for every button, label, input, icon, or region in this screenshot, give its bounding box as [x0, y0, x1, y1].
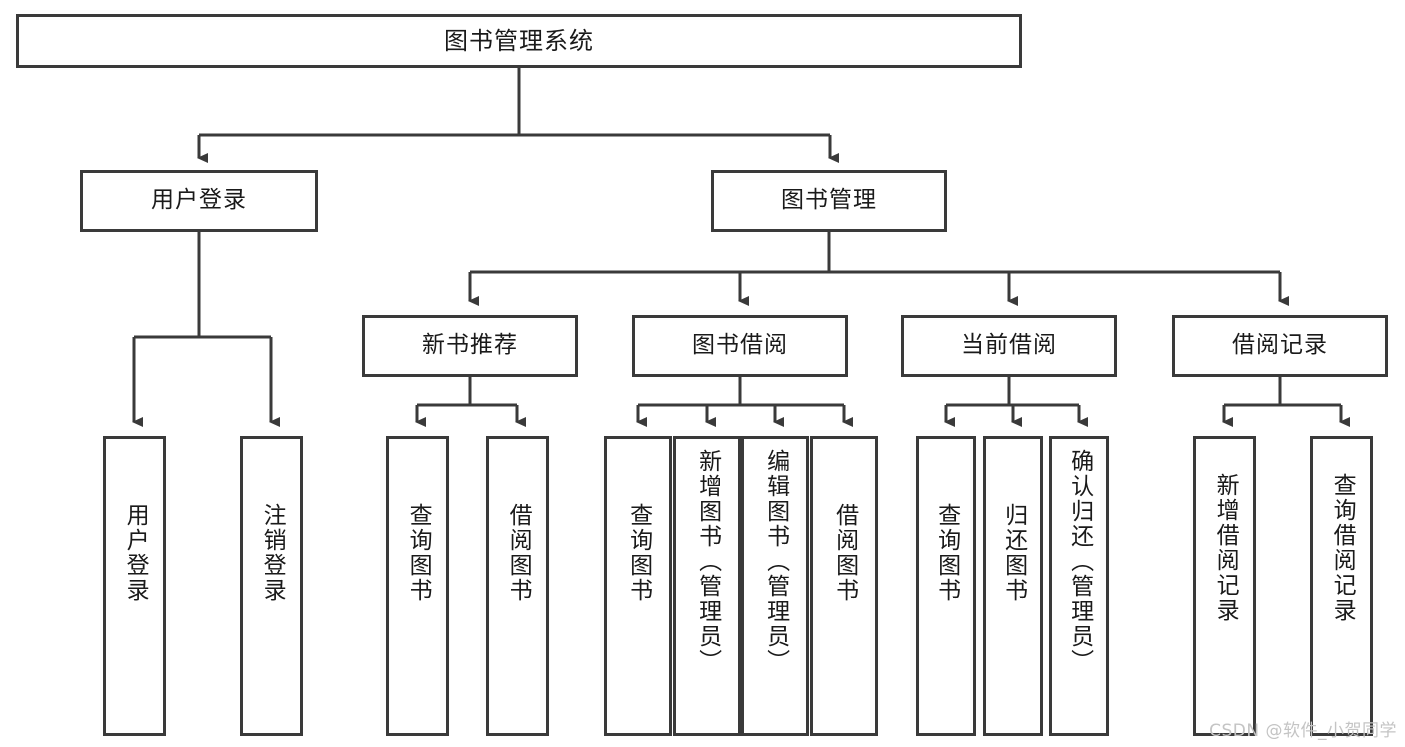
watermark: CSDN @软件_小贺同学 — [1209, 721, 1397, 741]
leaf-query-book-borrow[interactable]: 查询图书 — [604, 436, 672, 736]
leaf-borrow-book-recommend[interactable]: 借阅图书 — [486, 436, 549, 736]
leaf-borrow-book[interactable]: 借阅图书 — [810, 436, 878, 736]
leaf-confirm-return[interactable]: 确认归还（管理员） — [1049, 436, 1109, 736]
node-root[interactable]: 图书管理系统 — [16, 14, 1022, 68]
node-borrow-record-label: 借阅记录 — [1232, 332, 1328, 359]
leaf-borrow-book-recommend-label: 借阅图书 — [505, 503, 532, 603]
node-borrow-record[interactable]: 借阅记录 — [1172, 315, 1388, 377]
leaf-query-book-recommend-label: 查询图书 — [405, 503, 432, 603]
leaf-query-book-borrow-label: 查询图书 — [625, 503, 652, 603]
leaf-user-login-label: 用户登录 — [122, 503, 149, 603]
node-book-borrow-label: 图书借阅 — [692, 332, 788, 359]
node-user-login-label: 用户登录 — [151, 187, 247, 214]
leaf-query-book-recommend[interactable]: 查询图书 — [386, 436, 449, 736]
node-user-login[interactable]: 用户登录 — [80, 170, 318, 232]
leaf-add-book-label: 新增图书（管理员） — [694, 449, 721, 674]
node-current-borrow-label: 当前借阅 — [961, 332, 1057, 359]
leaf-edit-book-label: 编辑图书（管理员） — [762, 449, 789, 674]
leaf-add-borrow-record[interactable]: 新增借阅记录 — [1193, 436, 1256, 736]
leaf-user-logout[interactable]: 注销登录 — [240, 436, 303, 736]
leaf-query-borrow-record-label: 查询借阅记录 — [1329, 473, 1356, 623]
leaf-edit-book[interactable]: 编辑图书（管理员） — [741, 436, 809, 736]
leaf-user-login[interactable]: 用户登录 — [103, 436, 166, 736]
node-book-borrow[interactable]: 图书借阅 — [632, 315, 848, 377]
node-current-borrow[interactable]: 当前借阅 — [901, 315, 1117, 377]
node-new-book-recommend[interactable]: 新书推荐 — [362, 315, 578, 377]
node-root-label: 图书管理系统 — [444, 26, 594, 55]
leaf-confirm-return-label: 确认归还（管理员） — [1066, 449, 1093, 674]
leaf-query-borrow-record[interactable]: 查询借阅记录 — [1310, 436, 1373, 736]
leaf-user-logout-label: 注销登录 — [259, 503, 286, 603]
leaf-add-borrow-record-label: 新增借阅记录 — [1212, 473, 1239, 623]
leaf-query-book-current[interactable]: 查询图书 — [916, 436, 976, 736]
leaf-return-book-label: 归还图书 — [1000, 503, 1027, 603]
leaf-add-book[interactable]: 新增图书（管理员） — [673, 436, 741, 736]
leaf-query-book-current-label: 查询图书 — [933, 503, 960, 603]
node-new-book-recommend-label: 新书推荐 — [422, 332, 518, 359]
node-book-manage-label: 图书管理 — [781, 187, 877, 214]
node-book-manage[interactable]: 图书管理 — [711, 170, 947, 232]
leaf-borrow-book-label: 借阅图书 — [831, 503, 858, 603]
leaf-return-book[interactable]: 归还图书 — [983, 436, 1043, 736]
